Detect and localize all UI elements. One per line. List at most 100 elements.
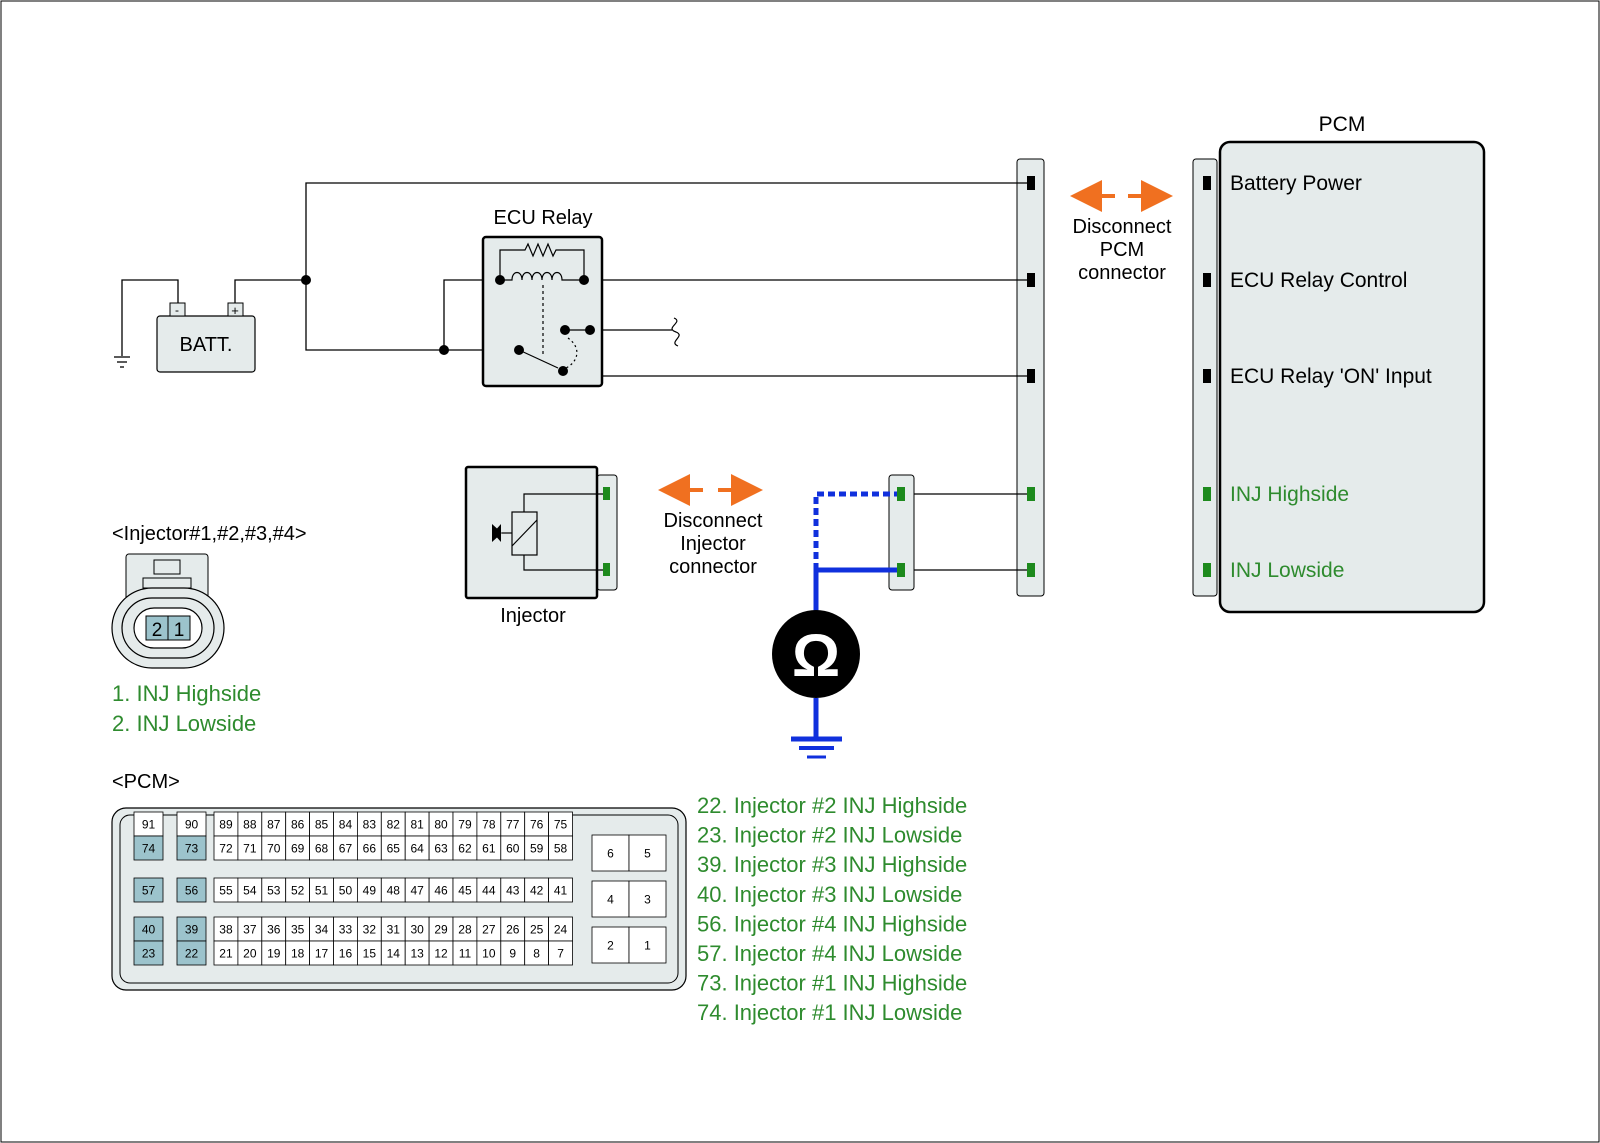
pcm-pin-label: ECU Relay 'ON' Input <box>1230 365 1432 388</box>
pcm-connector-cell-label: 40 <box>142 923 156 937</box>
pcm-connector-cell-label: 15 <box>363 947 377 961</box>
pcm-connector-cell-label: 84 <box>339 818 353 832</box>
battery-pos-terminal <box>227 302 244 317</box>
pin-legend-item: 74. Injector #1 INJ Lowside <box>697 1000 962 1025</box>
pcm-connector-cell-label: 76 <box>530 818 544 832</box>
pcm-title: PCM <box>1319 113 1366 136</box>
pcm-connector-cell-label: 88 <box>243 818 257 832</box>
pcm-connector-cell-label: 37 <box>243 923 257 937</box>
pcm-connector-cell-label: 18 <box>291 947 305 961</box>
relay-coil-icon <box>500 271 584 281</box>
pcm-connector-cell-label: 9 <box>509 947 516 961</box>
pcm-connector-cell-label: 19 <box>267 947 281 961</box>
pcm-connector-cell <box>176 940 207 966</box>
pcm-connector-cell-label: 87 <box>267 818 281 832</box>
battery-neg-terminal <box>169 302 186 317</box>
pin-legend-item: 39. Injector #3 INJ Highside <box>697 852 967 877</box>
harness-pin <box>1027 369 1035 383</box>
pcm-connector-cell-label: 21 <box>219 947 233 961</box>
pcm-connector-cell-label: 71 <box>243 842 257 856</box>
pcm-connector-cell-label: 91 <box>142 818 156 832</box>
pcm-connector-cell <box>548 877 573 903</box>
pcm-connector-cell-label: 45 <box>458 884 472 898</box>
pcm-connector-cell-label: 67 <box>339 842 353 856</box>
ohmmeter-icon <box>772 610 860 698</box>
pcm-connector-cell-label: 1 <box>644 939 651 953</box>
pcm-connector-cell-label: 3 <box>644 893 651 907</box>
harness-pin-green <box>1027 563 1035 577</box>
ground-icon <box>114 356 130 368</box>
harness-pins <box>897 176 1035 577</box>
pcm-connector-cell <box>133 835 164 861</box>
injector-pin-1-label: 1 <box>174 620 185 641</box>
pcm-connector-cell-label: 50 <box>339 884 353 898</box>
disconnect-pcm-line1: Disconnect <box>1073 216 1172 238</box>
pcm-connector-cell-label: 17 <box>315 947 329 961</box>
relay-contact <box>558 366 568 376</box>
pin-legend-item: 56. Injector #4 INJ Highside <box>697 911 967 936</box>
pcm-connector-cell <box>176 835 207 861</box>
pcm-connector-cell-label: 70 <box>267 842 281 856</box>
relay-coil-terminal <box>495 275 505 285</box>
pcm-connector-cell-label: 10 <box>482 947 496 961</box>
injector-latch-base <box>142 577 192 589</box>
pcm-connector-cell-label: 51 <box>315 884 329 898</box>
injector: Injector <box>464 465 618 627</box>
injector-label: Injector <box>500 605 566 627</box>
battery-label: BATT. <box>180 334 233 356</box>
pcm-connector-cell-label: 35 <box>291 923 305 937</box>
pcm-connector-cell-label: 82 <box>387 818 401 832</box>
pcm-connector-cell-label: 22 <box>185 947 199 961</box>
battery-minus-label: - <box>175 303 179 317</box>
pcm-pin-label: INJ Highside <box>1230 483 1349 506</box>
pcm-connector-cell-label: 12 <box>434 947 448 961</box>
pin-legend-item: 23. Injector #2 INJ Lowside <box>697 823 962 848</box>
relay-contact <box>560 325 570 335</box>
pcm-connector-header: <PCM> <box>112 771 180 793</box>
pcm-connector-cell-label: 38 <box>219 923 233 937</box>
disconnect-injector-line1: Disconnect <box>664 510 763 532</box>
pcm-connector-cell-label: 25 <box>530 923 544 937</box>
pcm-connector-cell <box>628 880 667 918</box>
injector-coil-slash <box>511 519 538 547</box>
pcm-connector-cell-label: 7 <box>557 947 564 961</box>
pcm-connector-cell-label: 66 <box>363 842 377 856</box>
pcm-connector-cell-label: 78 <box>482 818 496 832</box>
pcm-connector-cell-label: 73 <box>185 842 199 856</box>
pcm-connector-cell-label: 54 <box>243 884 257 898</box>
pcm-connector-cell-label: 80 <box>434 818 448 832</box>
pcm-connector-cell-label: 31 <box>387 923 401 937</box>
pcm-connector-cell-label: 81 <box>410 818 424 832</box>
injector-pin-1 <box>167 615 191 641</box>
injector-pin-2-label: 2 <box>152 620 163 641</box>
pcm-connector-cell-label: 28 <box>458 923 472 937</box>
harness-injector-strip <box>888 474 915 591</box>
pcm-connector-cell <box>133 916 164 942</box>
pcm-connector-cell-label: 49 <box>363 884 377 898</box>
pcm-connector-cell-label: 68 <box>315 842 329 856</box>
pcm-connector-cell-label: 75 <box>554 818 568 832</box>
battery-power-wire <box>305 182 1030 280</box>
pcm-connector-cell-label: 56 <box>185 884 199 898</box>
pcm-connector-cell-label: 36 <box>267 923 281 937</box>
disconnect-pcm-note: Disconnect PCM connector <box>1070 180 1173 284</box>
pcm-connector-cell-label: 14 <box>387 947 401 961</box>
pin-legend-item: 73. Injector #1 INJ Highside <box>697 971 967 996</box>
pcm-pin-label: ECU Relay Control <box>1230 269 1407 292</box>
pcm-connector-cell <box>628 926 667 964</box>
probe-lowside-lead <box>813 567 900 612</box>
pcm-connector-cell <box>133 940 164 966</box>
pcm-connector-cell-label: 39 <box>185 923 199 937</box>
pcm-connector-cell-label: 85 <box>315 818 329 832</box>
junction-dot <box>439 345 449 355</box>
pcm-pin-green <box>1203 487 1211 501</box>
pcm-connector-cell-label: 86 <box>291 818 305 832</box>
pcm-connector-cell-label: 52 <box>291 884 305 898</box>
ecu-relay-label: ECU Relay <box>494 207 593 229</box>
pin-legend-item: 40. Injector #3 INJ Lowside <box>697 882 962 907</box>
pcm-connector-cell-label: 89 <box>219 818 233 832</box>
valve-icon <box>493 524 501 542</box>
